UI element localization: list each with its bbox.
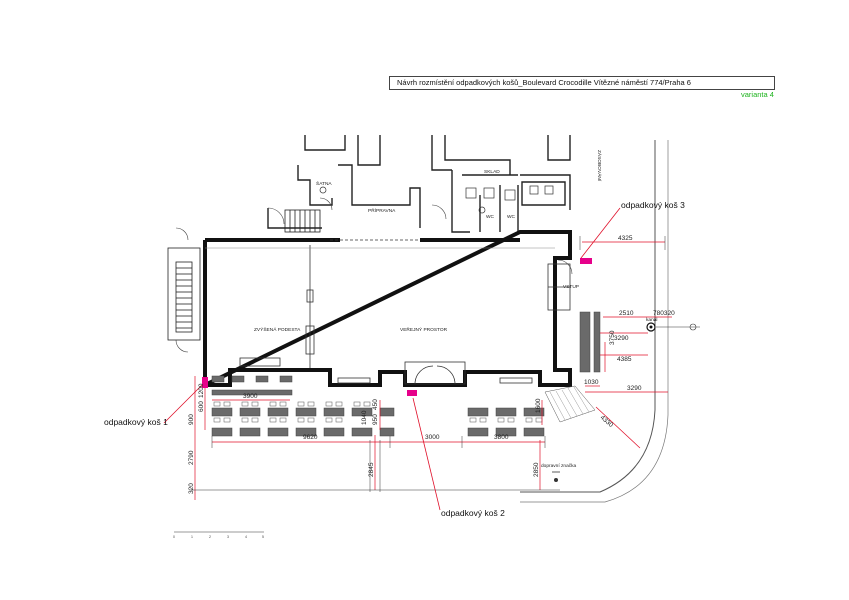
- traffic-sign: [552, 471, 560, 482]
- bin-marker-3[interactable]: [580, 258, 592, 264]
- variant-label: varianta 4: [741, 90, 774, 99]
- room-label-satna: ŠATNA: [316, 180, 332, 187]
- scale-tick-2: 2: [209, 535, 211, 539]
- hatched-pavement: [544, 385, 596, 423]
- dim-9620: 9620: [303, 434, 318, 441]
- bin-label-2: odpadkový koš 2: [441, 508, 505, 518]
- scale-tick-3: 3: [227, 535, 229, 539]
- exterior-stair: [167, 247, 201, 341]
- dimension-lines: [194, 241, 672, 500]
- sanitary-fixtures: [319, 185, 554, 214]
- bin-label-1: odpadkový koš 1: [104, 417, 168, 427]
- bin-marker-2[interactable]: [407, 390, 417, 396]
- bin-leaders: [163, 207, 621, 511]
- dim-3290-a: 3290: [614, 335, 629, 342]
- upper-walls: [267, 135, 571, 233]
- upper-stairs: [284, 209, 321, 233]
- dim-2790: 2790: [188, 450, 195, 465]
- dim-3800: 3800: [494, 434, 509, 441]
- bin-label-3: odpadkový koš 3: [621, 200, 685, 210]
- dim-600: 600: [198, 401, 205, 412]
- dim-1200: 1200: [198, 383, 205, 398]
- scale-tick-0: 0: [173, 535, 175, 539]
- scale-bar: 0 1 2 3 4 5: [173, 531, 264, 539]
- entrance: [404, 361, 466, 385]
- room-label-wc2: WC: [507, 214, 516, 220]
- scale-tick-4: 4: [245, 535, 247, 539]
- interior-lines: [205, 239, 571, 384]
- dim-2510: 2510: [619, 310, 634, 317]
- scale-tick-5: 5: [262, 535, 264, 539]
- room-label-zasobovani: ZÁSOBOVÁNÍ: [596, 150, 603, 182]
- dim-1600: 1600: [535, 398, 542, 413]
- dim-900: 900: [188, 414, 195, 425]
- room-label-pripravna: PŘÍPRAVNA: [368, 206, 396, 214]
- dim-1040: 1040: [361, 410, 368, 425]
- dim-450: 450: [372, 399, 379, 410]
- kerb-line-inner: [520, 140, 669, 503]
- dim-2850: 2850: [533, 462, 540, 477]
- room-label-vstup: VSTUP: [563, 284, 579, 290]
- dim-4385: 4385: [617, 356, 632, 363]
- room-label-sklad: SKLAD: [484, 169, 500, 175]
- hall-walls: [203, 230, 572, 387]
- dim-4330: 4330: [599, 414, 615, 429]
- bin-marker-1[interactable]: [202, 377, 208, 388]
- dim-320: 320: [188, 483, 195, 494]
- dim-4325: 4325: [618, 235, 633, 242]
- dim-950: 950: [372, 414, 379, 425]
- room-label-podesta: ZVÝŠENÁ PODESTA: [254, 326, 301, 333]
- room-label-wc1: WC: [486, 214, 495, 220]
- drawing-title: Návrh rozmístění odpadkových košů_Boulev…: [389, 76, 775, 90]
- room-label-prostor: VEŘEJNÝ PROSTOR: [400, 325, 448, 333]
- dim-2845: 2845: [368, 462, 375, 477]
- dim-3290-b: 3290: [627, 385, 642, 392]
- drain-label: kanál: [646, 317, 657, 323]
- door-swings: [175, 197, 573, 353]
- dim-1030: 1030: [584, 379, 599, 386]
- extension-lines: [190, 236, 666, 492]
- traffic-sign-label: dopravní značka: [541, 463, 577, 469]
- dim-3750: 3750: [609, 330, 616, 345]
- scale-tick-1: 1: [191, 535, 193, 539]
- dim-780320: 780320: [653, 310, 675, 317]
- terrace-chairs: [213, 401, 543, 423]
- dim-3000: 3000: [425, 434, 440, 441]
- kerb-line-outer: [520, 140, 656, 493]
- drain-symbol: [646, 322, 700, 332]
- dim-3900: 3900: [243, 393, 258, 400]
- terrace-tables: [211, 311, 601, 437]
